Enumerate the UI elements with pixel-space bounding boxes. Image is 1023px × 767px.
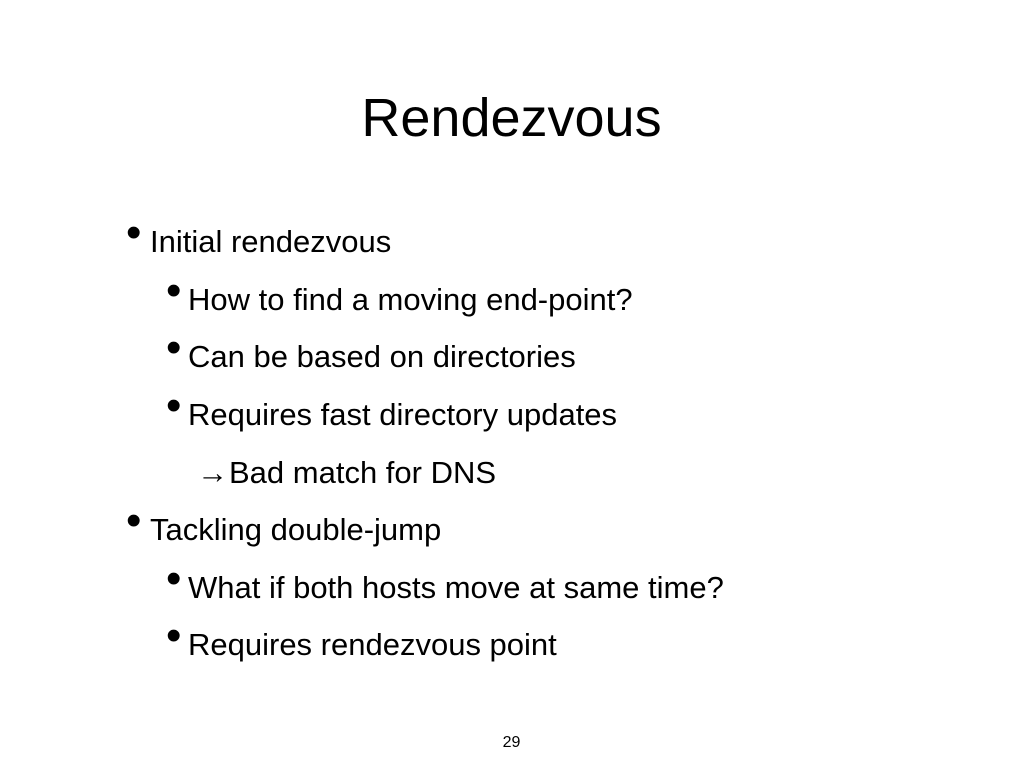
bullet-text: How to find a moving end-point? [188,282,633,317]
bullet-icon: • [166,266,182,315]
bullet-icon: • [126,496,142,545]
slide-title: Rendezvous [361,88,662,148]
bullet-icon: • [166,554,182,603]
bullet-icon: • [166,381,182,430]
bullet-text: Initial rendezvous [150,224,392,259]
bullet-item-level2: • What if both hosts move at same time? [166,557,724,608]
page-number: 29 [502,734,521,751]
bullet-item-level2: • How to find a moving end-point? [166,269,633,320]
bullet-icon: • [166,323,182,372]
sub-item-level3: →Bad match for DNS [197,453,496,493]
bullet-item-level2: • Requires rendezvous point [166,614,557,665]
bullet-text: Tackling double-jump [150,512,442,547]
bullet-item-level2: • Requires fast directory updates [166,384,618,435]
bullet-text: Can be based on directories [188,339,576,374]
bullet-icon: • [126,208,142,257]
bullet-icon: • [166,611,182,660]
bullet-text: Requires rendezvous point [188,627,557,662]
bullet-item-level1: • Tackling double-jump [126,499,442,550]
bullet-text: What if both hosts move at same time? [188,570,724,605]
bullet-item-level1: • Initial rendezvous [126,211,392,262]
bullet-item-level2: • Can be based on directories [166,326,576,377]
arrow-right-icon: → [197,455,228,490]
sub-item-text: Bad match for DNS [229,455,497,490]
bullet-text: Requires fast directory updates [188,397,618,432]
